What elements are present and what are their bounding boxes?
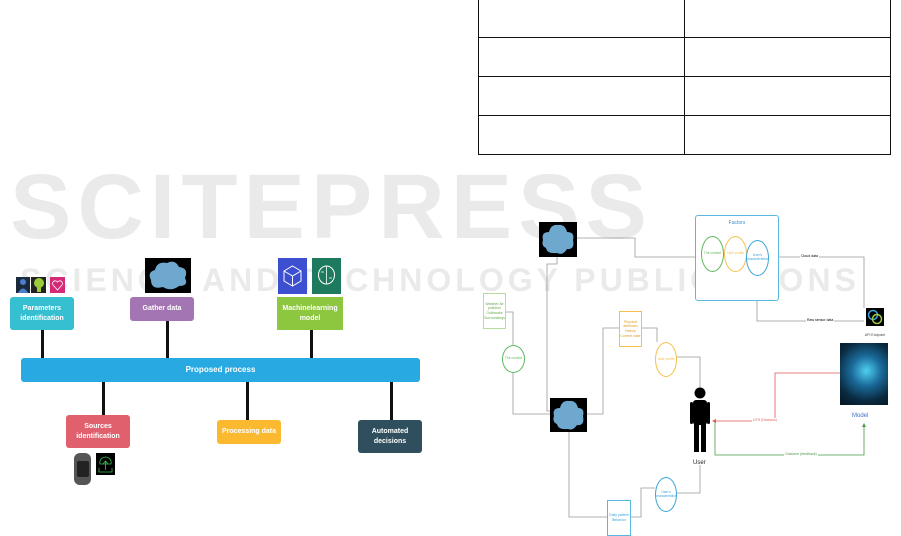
factors-title: Factors [728,220,746,226]
cloud-icon [550,398,587,432]
cloud-data-label: Cloud data [800,254,819,258]
automated-decisions-box: Automated decisions [358,420,422,453]
table-cell [478,115,685,155]
heart-icon [50,277,65,293]
user-label: User [693,460,706,466]
api-icon [866,308,884,326]
outcome-feedback-label: Outcome (feedback) [784,452,818,456]
model-label: Model [852,413,869,419]
data-table [478,0,891,155]
table-cell [478,76,685,116]
tree-icon [31,277,46,293]
factors-group: Factors The context User profile User's … [695,215,779,301]
gather-data-box: Gather data [130,297,194,321]
api-endpoint-label: API Endpoint [864,332,886,337]
cloud-icon [539,222,577,257]
person-icon [16,277,30,293]
weather-box: Weather Air pollution Outbreaks Surround… [483,293,506,329]
connector [310,330,313,358]
raw-sensor-data-label: Raw sensor data [806,318,835,322]
user-profile-factor: User profile [724,236,747,272]
user-icon [689,387,711,452]
processing-data-box: Processing data [217,420,281,444]
physical-attributes-box: Physical attributes History Current stat… [619,311,642,347]
cloud-icon [145,258,191,293]
smartwatch-icon [70,453,95,485]
user-profile-node: User profile [655,342,677,377]
connector [390,382,393,420]
connector [102,382,105,415]
context-node: The context [502,345,525,373]
table-cell [684,76,891,116]
cloud-upload-icon [96,453,115,475]
machine-learning-model-box: Machinelearning model [277,297,343,330]
decision-label: UTH (Decision) [752,418,778,422]
table-row [478,0,891,38]
daily-pattern-box: Daily pattern Behavior [607,500,631,536]
table-cell [478,0,685,38]
connector [166,321,169,358]
table-row [478,115,891,155]
table-cell [684,0,891,38]
brain-icon [312,258,341,294]
user-characteristics-factor: User's characteristics [746,240,769,276]
table-cell [684,37,891,77]
connector [41,330,44,358]
user-characteristics-node: User's characteristics [655,477,677,512]
parameters-identification-box: Parameters identification [10,297,74,330]
ai-brain-image [840,343,888,405]
context-factor: The context [701,236,724,272]
sources-identification-box: Sources identification [66,415,130,448]
connector [246,382,249,420]
table-row [478,37,891,77]
cube-icon [278,258,307,294]
table-row [478,76,891,116]
proposed-process-bar: Proposed process [21,358,420,382]
table-cell [684,115,891,155]
